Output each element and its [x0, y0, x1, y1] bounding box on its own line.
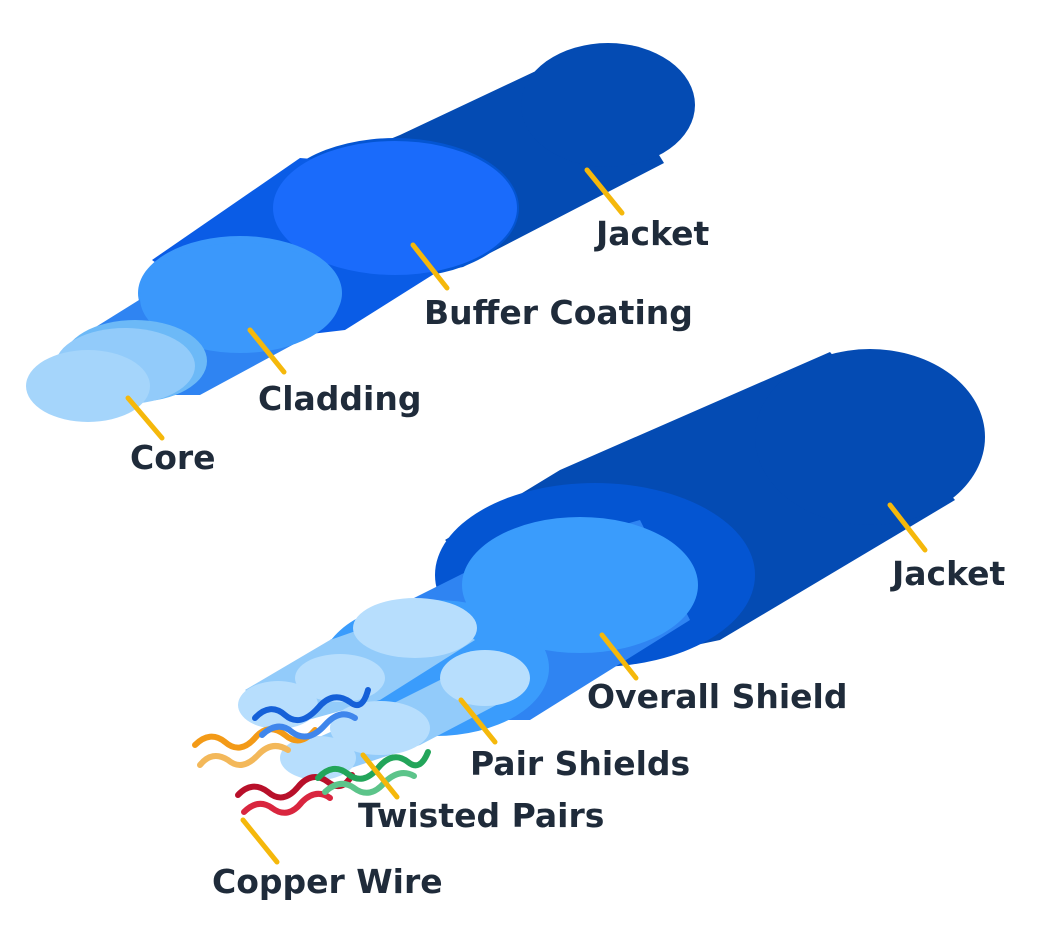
- fiber-core-leader: [125, 395, 165, 441]
- wire-blue-2: [259, 711, 358, 740]
- fiber-core-face: [26, 350, 150, 422]
- tp-copper-wire-leader: [240, 817, 280, 865]
- fiber-cladding-label: Cladding: [258, 379, 421, 418]
- tp-jacket-label: Jacket: [890, 554, 1006, 593]
- fiber-core-layer: [26, 328, 195, 422]
- wire-green-2: [322, 770, 417, 796]
- fiber-buffer-leader: [410, 242, 450, 291]
- tp-pair-shields-leader: [458, 697, 498, 745]
- tp-overall-shield-leader: [599, 632, 639, 681]
- fiber-cladding-leader: [247, 327, 287, 375]
- wire-orange-2: [197, 743, 291, 768]
- wire-blue: [252, 687, 371, 724]
- tp-pair-shields-layer: [238, 598, 530, 780]
- fiber-jacket-label: Jacket: [594, 214, 710, 253]
- fiber-optic-cable: Jacket Buffer Coating Cladding Core: [26, 43, 710, 477]
- tp-twisted-wires: [192, 687, 431, 816]
- tp-overall-shield-label: Overall Shield: [587, 677, 848, 716]
- fiber-jacket-back-face: [521, 43, 695, 167]
- wire-red-2: [241, 790, 333, 816]
- fiber-buffer-front-face: [273, 141, 517, 275]
- tp-overall-shield-face: [462, 517, 698, 653]
- tp-twisted-pairs-label: Twisted Pairs: [358, 796, 604, 835]
- tp-pair-shields-label: Pair Shields: [470, 744, 690, 783]
- wire-green: [315, 749, 431, 782]
- twisted-pair-cable: Jacket Overall Shield Pair Shields Twist…: [192, 349, 1006, 901]
- fiber-buffer-label: Buffer Coating: [424, 293, 693, 332]
- fiber-core-label: Core: [130, 438, 216, 477]
- tp-pair-shield-left-end: [238, 681, 318, 729]
- tp-twisted-pairs-leader: [360, 752, 400, 800]
- tp-copper-wire-label: Copper Wire: [212, 862, 443, 901]
- tp-pair-shield-upper-end: [295, 654, 385, 702]
- fiber-cladding-face: [140, 243, 340, 353]
- tp-jacket-back-face: [755, 349, 985, 525]
- tp-jacket-leader: [887, 502, 928, 553]
- tp-pair-shield-upper-face: [353, 598, 477, 658]
- tp-pair-shield-lower-face: [440, 650, 530, 706]
- fiber-jacket-leader: [584, 167, 625, 216]
- wire-orange: [192, 726, 318, 751]
